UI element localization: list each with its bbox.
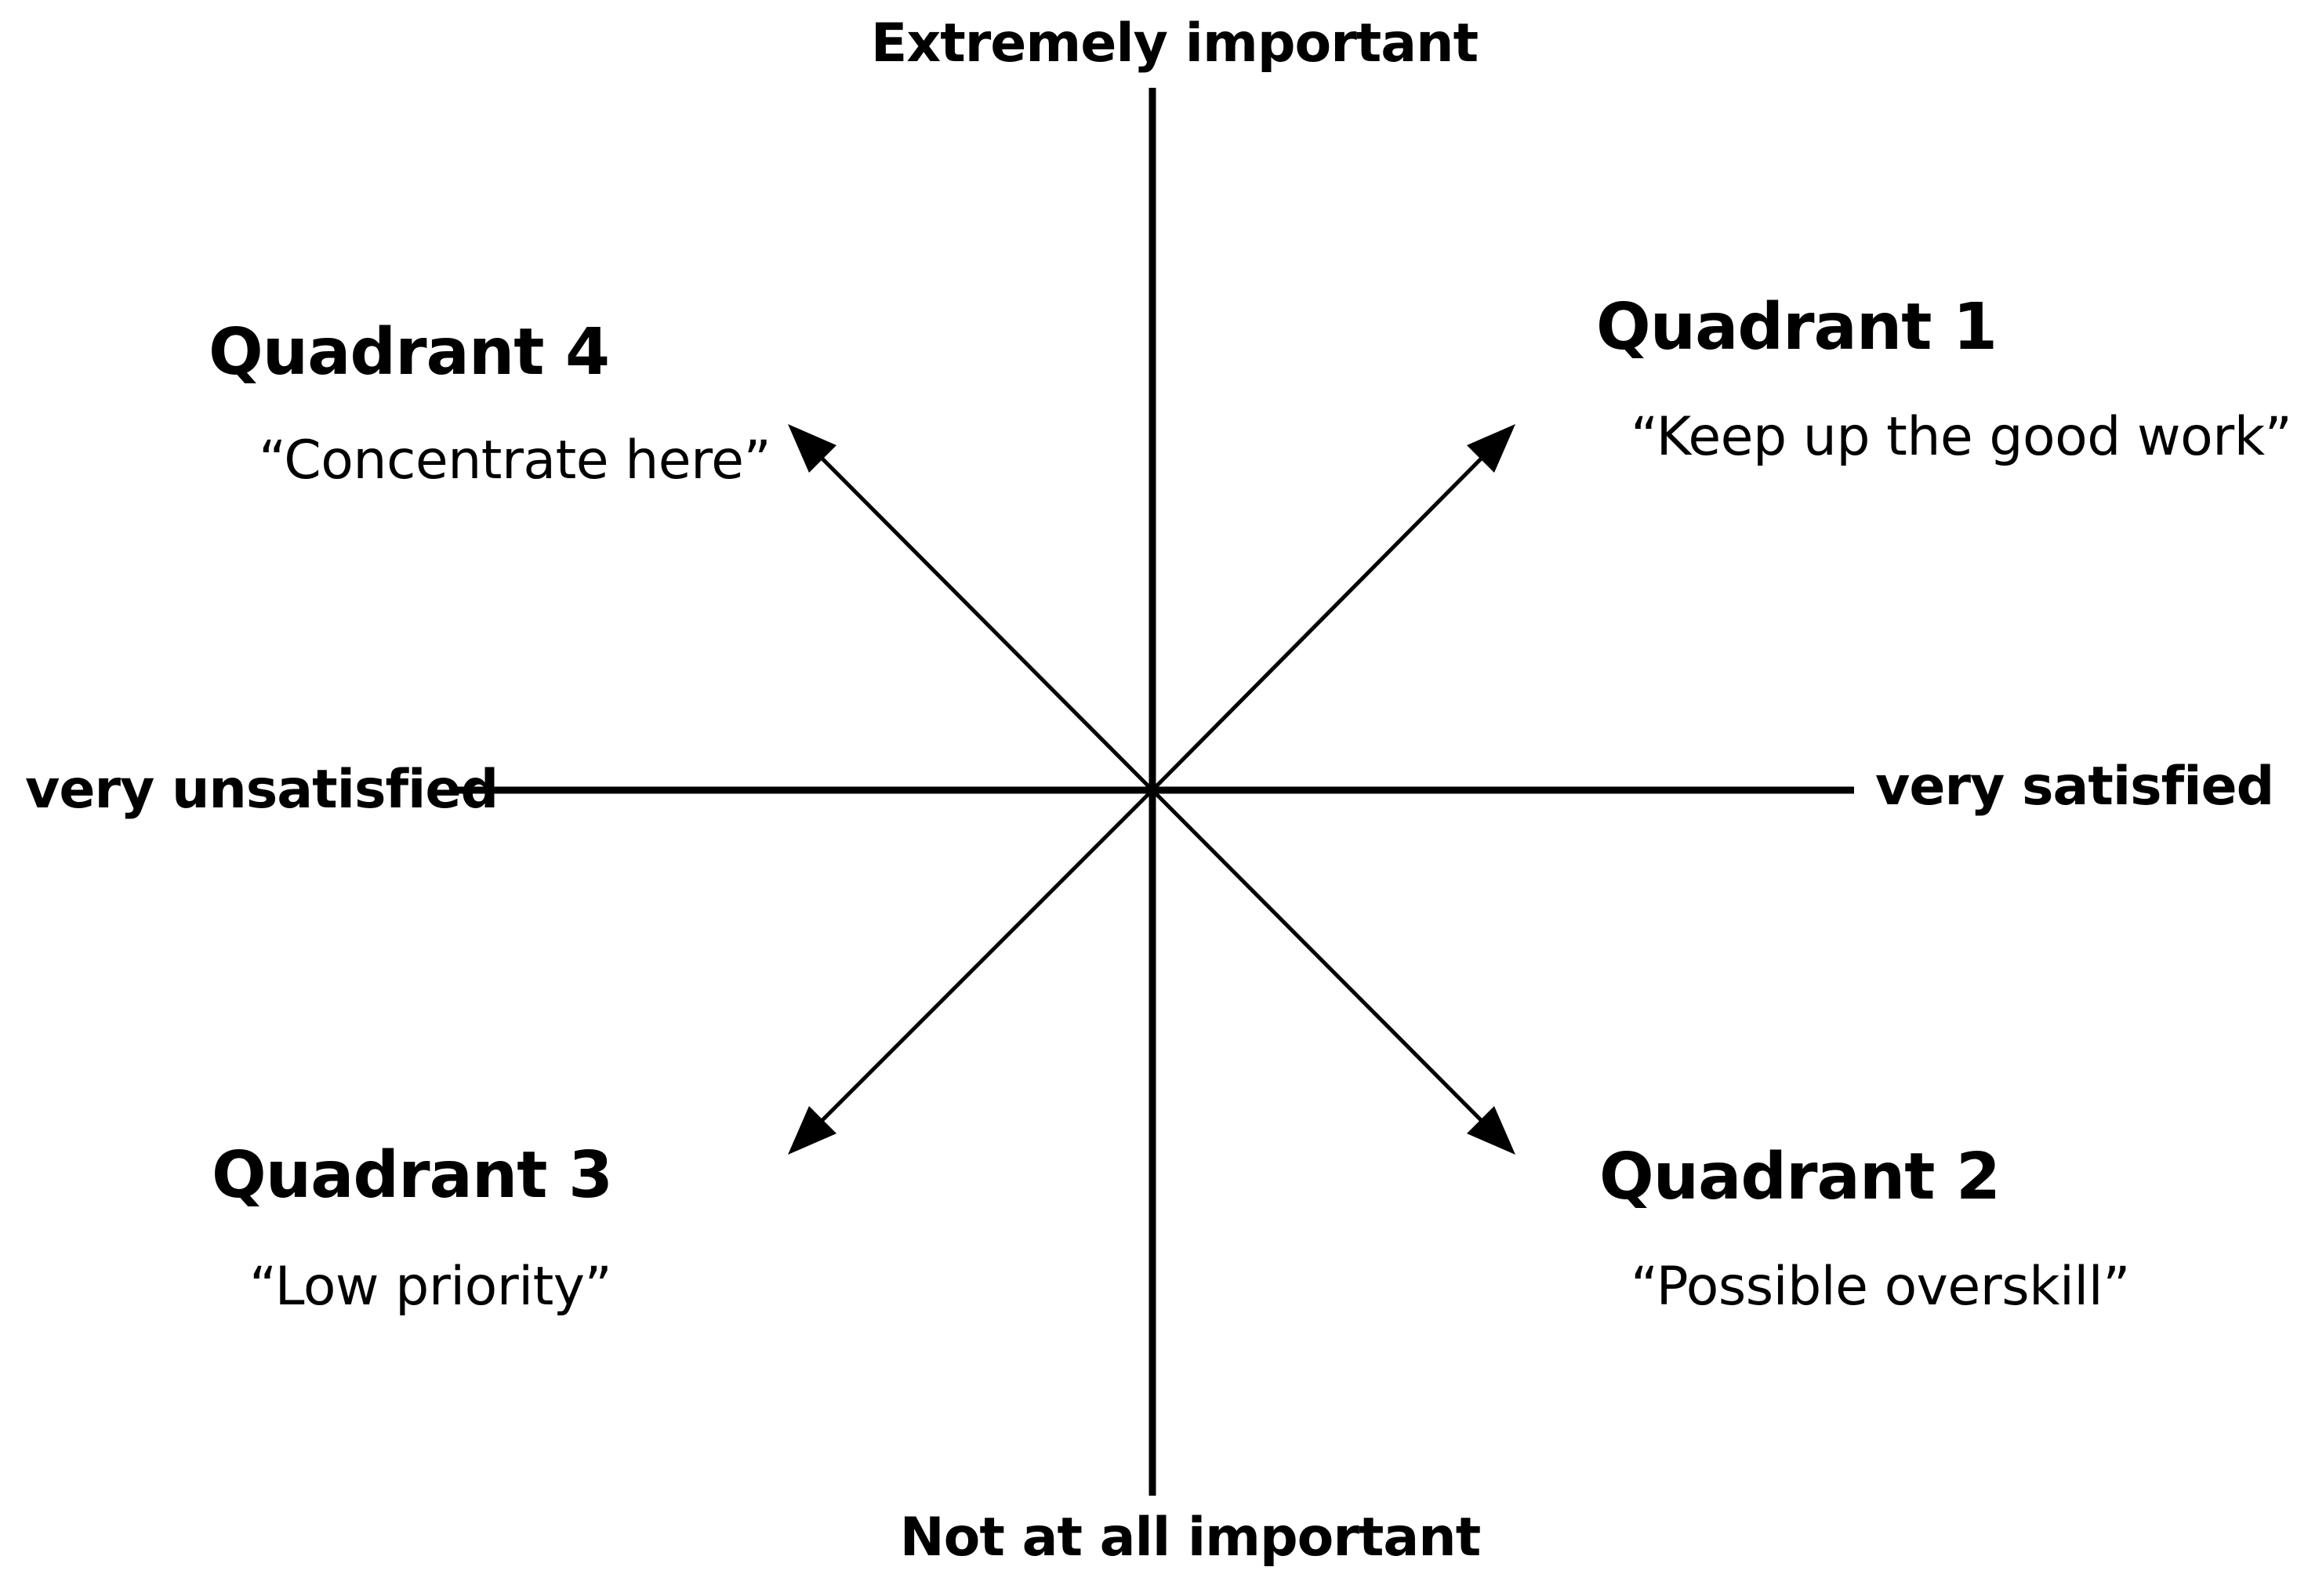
quadrant-4-subtitle: “Concentrate here”	[259, 430, 771, 491]
arrowhead-quadrant-1	[1467, 424, 1515, 473]
axis-label-top: Extremely important	[870, 13, 1479, 74]
arrow-quadrant-2	[1151, 789, 1513, 1152]
quadrant-2-title: Quadrant 2	[1599, 1140, 2001, 1214]
axis-label-left: very unsatisfied	[25, 759, 499, 821]
arrowhead-quadrant-3	[788, 1106, 836, 1155]
quadrant-2-subtitle: “Possible overskill”	[1631, 1256, 2130, 1318]
quadrant-1-title: Quadrant 1	[1596, 290, 1998, 365]
arrowhead-quadrant-2	[1467, 1106, 1515, 1155]
arrowhead-quadrant-4	[788, 424, 836, 473]
quadrant-3-title: Quadrant 3	[212, 1138, 613, 1213]
quadrant-3-subtitle: “Low priority”	[249, 1256, 612, 1318]
axis-label-bottom: Not at all important	[899, 1507, 1481, 1569]
quadrant-1-subtitle: “Keep up the good work”	[1631, 406, 2292, 468]
axis-label-right: very satisfied	[1875, 756, 2274, 818]
arrow-quadrant-1	[1151, 426, 1513, 792]
quadrant-4-title: Quadrant 4	[209, 315, 610, 390]
arrow-quadrant-4	[790, 426, 1154, 792]
arrow-quadrant-3	[790, 789, 1154, 1152]
